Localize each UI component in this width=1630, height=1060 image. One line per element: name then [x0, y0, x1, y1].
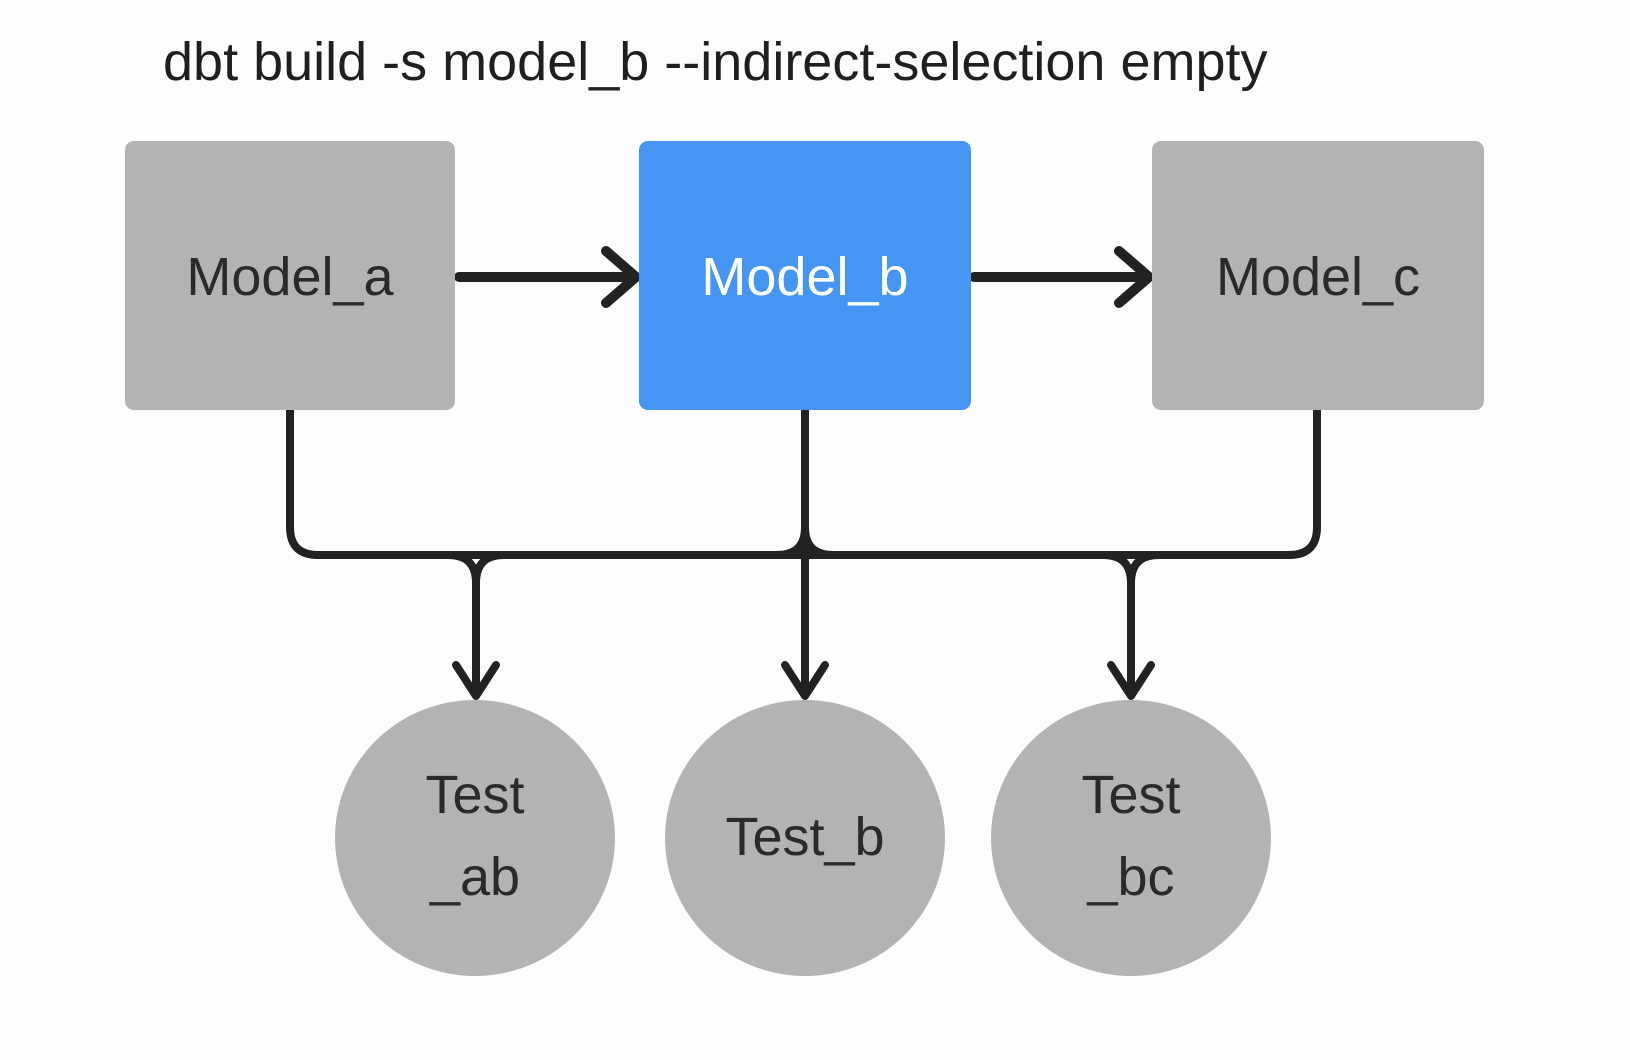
- arrow-head-icon: [601, 246, 641, 308]
- test-b-label: Test_b: [725, 807, 884, 867]
- test-ab-label-line1: Test: [425, 765, 524, 825]
- test-ab-label-line2: _ab: [429, 847, 520, 907]
- test-node-ab: Test _ab: [335, 700, 615, 976]
- model-b-label: Model_b: [701, 247, 908, 307]
- model-c-box: [1152, 141, 1484, 410]
- model-node-a: Model_a: [125, 141, 455, 410]
- arrow-head-icon: [781, 661, 829, 700]
- arrow-head-icon: [452, 661, 500, 700]
- arrow-head-icon: [1107, 661, 1155, 700]
- test-bc-label-line2: _bc: [1086, 847, 1174, 907]
- model-a-box: [125, 141, 455, 410]
- test-node-b: Test_b: [665, 700, 945, 976]
- test-bc-label-line1: Test: [1081, 765, 1180, 825]
- test-b-circle: [665, 700, 945, 976]
- diagram-title: dbt build -s model_b --indirect-selectio…: [163, 32, 1268, 92]
- test-node-bc: Test _bc: [991, 700, 1271, 976]
- arrow-head-icon: [1114, 246, 1154, 308]
- edge-model-c-to-test-bc: [1127, 406, 1321, 696]
- edge-model-b-to-test-bc: [801, 406, 1135, 696]
- edge-layer: [286, 246, 1321, 700]
- model-node-c: Model_c: [1152, 141, 1484, 410]
- model-c-label: Model_c: [1216, 247, 1420, 307]
- model-node-b-selected: Model_b: [639, 141, 971, 410]
- model-a-label: Model_a: [186, 247, 394, 307]
- edge-model-b-to-test-ab: [472, 406, 809, 696]
- model-b-box: [639, 141, 971, 410]
- test-bc-circle: [991, 700, 1271, 976]
- test-ab-circle: [335, 700, 615, 976]
